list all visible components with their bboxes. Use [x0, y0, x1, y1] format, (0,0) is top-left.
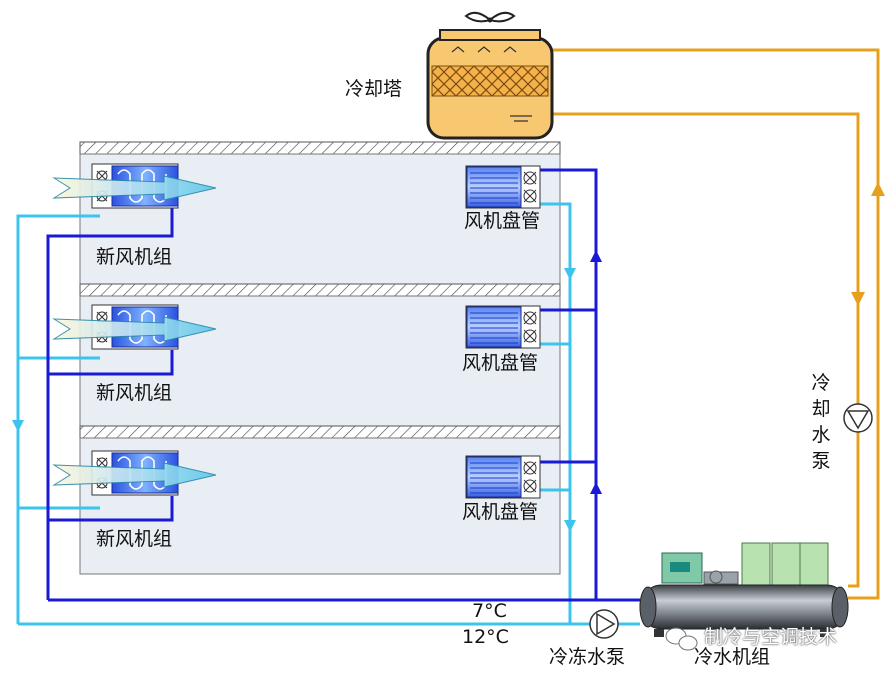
- flow-arrow-up-icon: [590, 250, 602, 262]
- fan-coil-label-floor-1: 风机盘管: [462, 501, 539, 523]
- cooling-water-supply-pipe: [552, 112, 860, 588]
- fan-coil-label-floor-3: 风机盘管: [464, 210, 541, 232]
- chilled-return-lines: [16, 202, 640, 626]
- fan-coil-unit-floor-1: [465, 455, 541, 499]
- flow-arrow-up-icon: [871, 182, 885, 196]
- chilled-water-pump-icon: [589, 609, 619, 639]
- chiller-label: 冷水机组: [694, 646, 771, 668]
- flow-arrow-down-icon: [564, 268, 576, 280]
- cooling-water-pump-label: 冷 却 水 泵: [811, 372, 831, 472]
- flow-arrow-down-icon: [564, 520, 576, 532]
- fresh-air-unit-label-floor-1: 新风机组: [96, 528, 173, 550]
- chilled-water-pump-label: 冷冻水泵: [549, 646, 626, 668]
- cooling-tower-label: 冷却塔: [345, 78, 403, 100]
- flow-arrow-down-icon: [851, 292, 865, 306]
- flow-arrow-up-icon: [590, 482, 602, 494]
- supply-temperature: 7°C: [472, 600, 507, 622]
- cooling-water-return-pipe: [552, 48, 880, 600]
- fan-coil-label-floor-2: 风机盘管: [462, 352, 539, 374]
- fresh-air-unit-label-floor-2: 新风机组: [96, 382, 173, 404]
- floor-slab-3: [79, 425, 561, 439]
- floor-slab-1: [79, 141, 561, 155]
- flow-arrow-down-icon: [12, 420, 24, 432]
- cooling-tower: [426, 11, 554, 140]
- chilled-supply-lines: [46, 168, 640, 602]
- tower-fan-icon: [464, 11, 516, 23]
- fresh-air-unit-label-floor-3: 新风机组: [96, 246, 173, 268]
- chiller-unit: [639, 542, 849, 637]
- floor-slab-2: [79, 283, 561, 297]
- watermark-text: 制冷与空调技术: [704, 626, 838, 648]
- return-temperature: 12°C: [462, 626, 509, 648]
- fan-coil-unit-floor-2: [465, 305, 541, 349]
- fan-coil-unit-floor-3: [465, 165, 541, 209]
- watermark-wechat-icon: [665, 627, 698, 651]
- cooling-water-loop: [552, 48, 880, 600]
- cooling-water-pump-icon: [843, 403, 873, 433]
